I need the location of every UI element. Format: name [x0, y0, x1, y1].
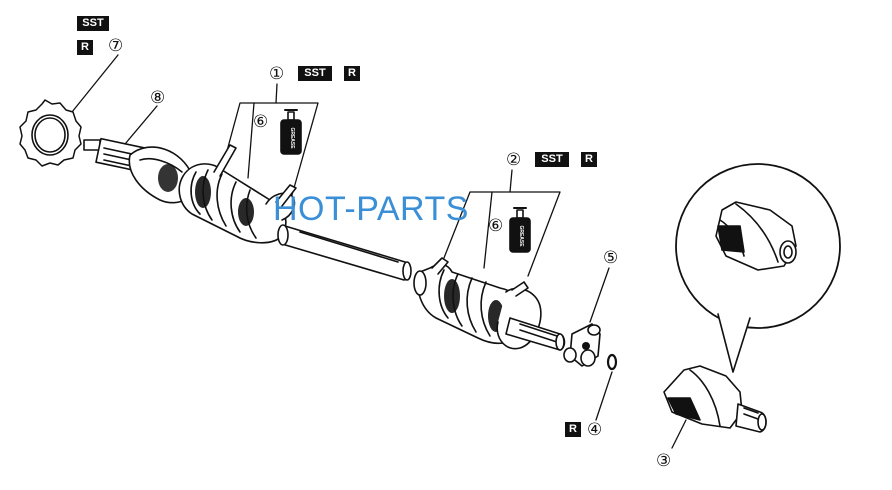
boot-part-2	[413, 257, 542, 350]
r-tag-part-1: R	[344, 66, 360, 81]
grease-tube-b: GREASE	[509, 207, 531, 253]
r-tag-part-2: R	[581, 152, 597, 167]
callout-1: ①	[269, 64, 285, 84]
svg-text:GREASE: GREASE	[289, 127, 295, 149]
callout-8: ⑧	[150, 88, 166, 108]
callout-6-left: ⑥	[253, 112, 269, 132]
callout-7: ⑦	[108, 36, 124, 56]
callout-4: ④	[587, 420, 603, 440]
outer-cv-joint-part-8	[83, 137, 195, 204]
callout-5: ⑤	[603, 248, 619, 268]
intermediate-shaft	[277, 224, 412, 281]
shaft-spline-end	[505, 317, 566, 351]
grease-tube-a: GREASE	[280, 109, 302, 155]
detail-magnifier	[675, 163, 841, 373]
boot-part-1	[178, 144, 297, 244]
r-tag-part-4: R	[565, 422, 581, 437]
sst-tag-part-1: SST	[298, 66, 332, 81]
svg-text:GREASE: GREASE	[518, 225, 524, 247]
callout-3: ③	[656, 451, 672, 471]
r-tag-top: R	[77, 40, 93, 55]
leader-lines	[71, 54, 687, 449]
housing-part-3	[663, 365, 767, 433]
gear-ring-part-7	[19, 99, 82, 167]
callout-6-right: ⑥	[488, 216, 504, 236]
snap-ring-part-4	[606, 353, 618, 371]
sst-tag-top: SST	[77, 16, 109, 31]
sst-tag-part-2: SST	[535, 152, 569, 167]
tripod-part-5	[563, 323, 601, 367]
watermark-text: HOT-PARTS	[273, 190, 469, 228]
callout-2: ②	[506, 150, 522, 170]
